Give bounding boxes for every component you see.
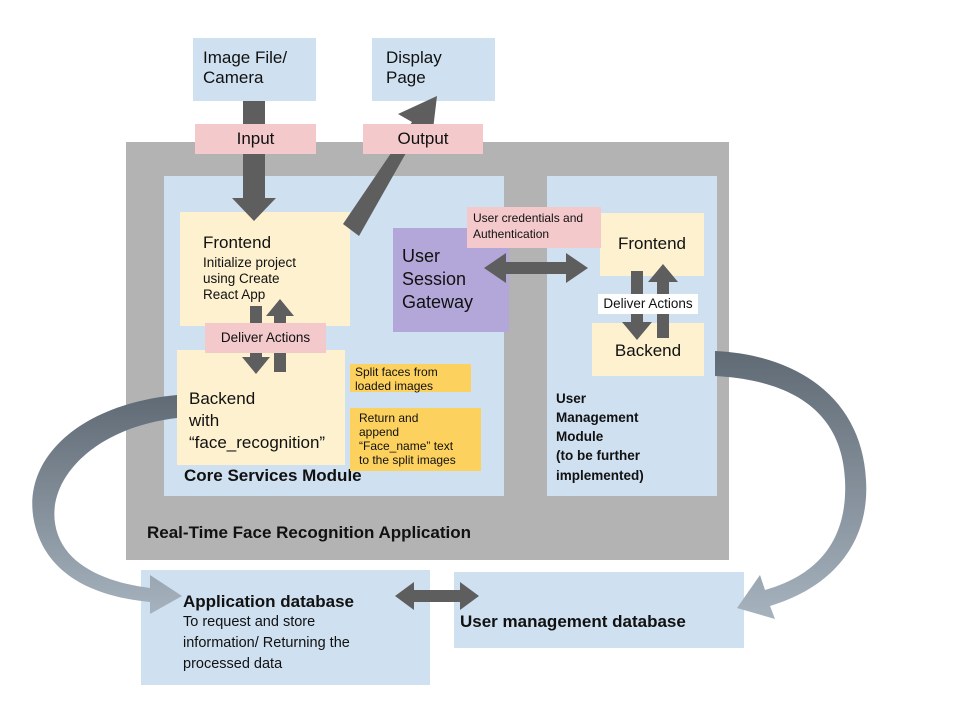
core-deliver-actions-label: Deliver Actions <box>220 330 311 345</box>
user-session-gateway-label: User Session Gateway <box>402 246 474 312</box>
application-database-box: Application database To request and stor… <box>141 570 430 685</box>
core-deliver-actions-tag: Deliver Actions <box>205 323 326 353</box>
core-backend-label: Backend with “face_recognition” <box>189 389 326 453</box>
return-append-note: Return and append “Face_name” text to th… <box>350 408 481 471</box>
core-backend-box: Backend with “face_recognition” <box>177 350 345 465</box>
database-link-arrow <box>395 582 479 610</box>
core-frontend-title: Frontend <box>203 233 272 252</box>
application-title: Real-Time Face Recognition Application <box>147 523 471 542</box>
user-management-database-box: User management database <box>454 572 744 648</box>
display-page-box: Display Page <box>372 38 495 101</box>
user-frontend-label: Frontend <box>617 234 687 253</box>
input-tag: Input <box>195 124 316 154</box>
output-tag-label: Output <box>397 129 449 148</box>
output-tag: Output <box>363 124 483 154</box>
user-deliver-actions-tag: Deliver Actions <box>598 294 698 314</box>
application-database-desc: To request and store information/ Return… <box>183 614 350 673</box>
core-frontend-box: Frontend Initialize project using Create… <box>180 212 350 326</box>
application-database-title: Application database <box>183 592 354 611</box>
userbackend-to-userdb-curve <box>715 351 867 619</box>
auth-tag-label: User credentials and Authentication <box>473 211 584 241</box>
auth-tag: User credentials and Authentication <box>467 207 601 248</box>
backend-to-appdb-curve <box>32 395 182 614</box>
user-deliver-actions-label: Deliver Actions <box>603 296 693 311</box>
core-frontend-desc: Initialize project using Create React Ap… <box>203 255 297 302</box>
gateway-user-arrow <box>484 253 588 283</box>
return-append-note-text: Return and append “Face_name” text to th… <box>359 411 456 468</box>
user-frontend-box: Frontend <box>600 213 704 276</box>
user-management-title: User Management Module (to be further im… <box>556 391 644 483</box>
input-tag-label: Input <box>236 129 275 148</box>
image-file-camera-box: Image File/ Camera <box>193 38 316 101</box>
display-page-label: Display Page <box>386 48 442 88</box>
user-backend-box: Backend <box>592 323 704 376</box>
user-session-gateway: User Session Gateway <box>393 228 509 332</box>
output-arrow <box>343 96 437 236</box>
image-file-camera-label: Image File/ Camera <box>203 48 288 88</box>
split-faces-note: Split faces from loaded images <box>350 364 471 394</box>
split-faces-note-text: Split faces from loaded images <box>355 365 438 394</box>
user-backend-label: Backend <box>614 341 682 360</box>
user-management-database-title: User management database <box>460 612 686 631</box>
input-arrow <box>232 101 276 221</box>
core-services-title: Core Services Module <box>184 466 362 485</box>
